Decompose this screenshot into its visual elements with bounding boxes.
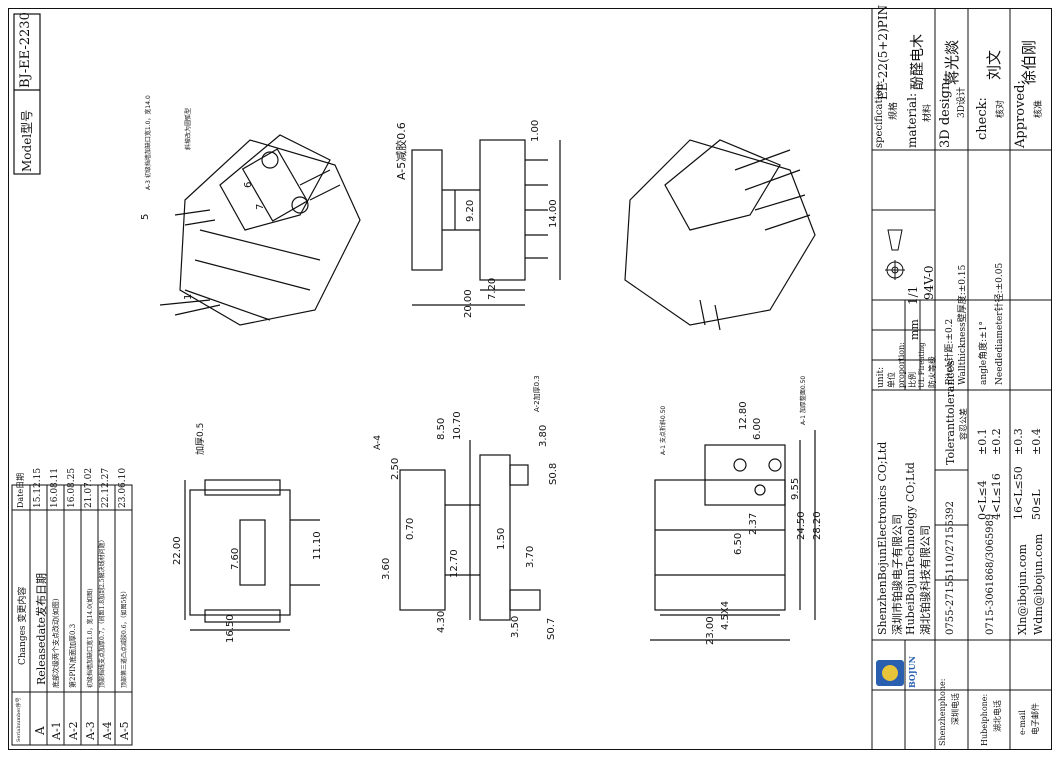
- dim-label: 2.50: [390, 457, 401, 480]
- changes-table-grid: [11, 484, 133, 746]
- tol-range: 16<L≤50: [1012, 466, 1025, 520]
- dim-label: 12.70: [449, 549, 460, 578]
- dim-label: 23.00: [705, 616, 716, 645]
- left-view: [184, 479, 320, 631]
- dim-label: 1.50: [496, 527, 507, 550]
- note-a1: A-1 支点折斜0.50: [660, 405, 667, 455]
- iso-view-right: [624, 139, 816, 331]
- ul-label: UL Fireating: [918, 342, 926, 388]
- unit-label: unit:: [876, 366, 886, 388]
- dim-label: 11.10: [312, 531, 323, 560]
- contact-label: Shenzhenphone:: [938, 678, 947, 746]
- dim-label: 9.20: [465, 199, 476, 222]
- tolerances-title: Toleranttolerances: [944, 360, 957, 465]
- unit-label-cn: 单位: [887, 372, 896, 388]
- dim-label: 3.80: [538, 424, 549, 447]
- company1-cn: 深圳市铂骏电子有限公司: [891, 514, 904, 635]
- title-block-grid: [871, 8, 1052, 750]
- contact-label: Hubeiphone:: [980, 693, 989, 746]
- dim-label: 3.60: [381, 557, 392, 580]
- proportion-label-cn: 比例: [908, 372, 917, 388]
- dim-label: 8.50: [436, 417, 447, 440]
- email-value: Xln@ibojun.com: [1016, 544, 1029, 635]
- dim-label: 14.00: [548, 199, 559, 228]
- note-a4: A-4: [373, 435, 383, 450]
- tol-range: 50≤L: [1030, 489, 1043, 520]
- dim-label: 4.5X4: [720, 600, 731, 630]
- tol-value: ±0.3: [1012, 428, 1025, 455]
- dim-label: 16.50: [225, 614, 236, 643]
- email-value: Wdm@ibojun.com: [1032, 533, 1045, 635]
- contact-value: 0715-3061868/3065989: [985, 513, 996, 635]
- dim-label: 4.30: [436, 610, 447, 633]
- ul-value: 94V-0: [922, 265, 936, 300]
- iso-view-left: [159, 134, 361, 326]
- contact-value: 0755-27155110/27155392: [945, 501, 956, 635]
- contact-label: e-mail: [1018, 710, 1027, 735]
- dim-label: 0.70: [405, 517, 416, 540]
- side-view: [411, 139, 561, 306]
- dim-label: 7.20: [487, 277, 498, 300]
- pin-label: 1: [183, 293, 194, 300]
- note-a4b: 加厚0.5: [196, 422, 206, 455]
- tol-value: ±0.4: [1030, 428, 1043, 455]
- dim-label: S0.7: [546, 617, 557, 640]
- note-needle: Needlediameter针径:±0.05: [995, 262, 1005, 385]
- dim-label: 12.80: [738, 401, 749, 430]
- tol-value: ±0.1: [976, 428, 989, 455]
- ul-label-cn: 防火等级: [928, 356, 937, 388]
- company2-cn: 湖北铂骏科技有限公司: [919, 525, 932, 635]
- bojun-logo-icon: [876, 660, 904, 686]
- contact-label-cn: 电子邮件: [1031, 703, 1040, 735]
- note-a5: A-5减胶0.6: [395, 122, 408, 180]
- dim-label: 22.00: [172, 536, 183, 565]
- tol-value: ±0.2: [990, 428, 1003, 455]
- contact-label-cn: 湖北电话: [993, 700, 1002, 732]
- dim-label: 9.55: [790, 477, 801, 500]
- pin-label: 5: [140, 213, 151, 220]
- dim-label: 28.20: [812, 511, 823, 540]
- dim-label: 2.37: [748, 512, 759, 535]
- note-angle: angle角度:±1°: [979, 321, 989, 385]
- drawing-frame: [8, 8, 1052, 750]
- note-slope: 斜坡改为圆弧型: [185, 107, 192, 150]
- proportion-value: 1/1: [906, 285, 920, 305]
- note-a1b: A-1 加厚整面0.50: [800, 375, 807, 425]
- company1-en: ShenzhenBojunElectronics CO;Ltd: [876, 441, 889, 635]
- unit-value: mm: [908, 319, 921, 340]
- model-box-border: [13, 13, 41, 175]
- dim-label: 24.50: [796, 511, 807, 540]
- company2-en: HubeiBojunTechnology CO;Ltd: [904, 462, 917, 635]
- dim-label: 3.70: [525, 545, 536, 568]
- pin-label: 7: [255, 203, 266, 210]
- dim-label: S0.8: [548, 462, 559, 485]
- dim-label: 6.00: [752, 417, 763, 440]
- dim-label: 10.70: [452, 411, 463, 440]
- front-view: [650, 430, 816, 641]
- tolerances-title-cn: 容忍公差: [959, 408, 968, 440]
- contact-label-cn: 深圳电话: [951, 693, 960, 725]
- pin-label: 6: [243, 181, 254, 188]
- dim-label: 20.00: [463, 289, 474, 318]
- dim-label: 1.00: [530, 119, 541, 142]
- top-view: [399, 440, 541, 621]
- dim-label: 7.60: [230, 547, 241, 570]
- dim-label: 6.50: [733, 532, 744, 555]
- proportion-label: proportion:: [897, 342, 906, 388]
- note-a2: A-2加厚0.3: [533, 375, 541, 412]
- dim-label: 3.50: [510, 615, 521, 638]
- note-a3: A-3 初级挡墙加缺口宽1.0，宽14.0: [145, 95, 152, 190]
- logo-text: BOJUN: [907, 656, 917, 688]
